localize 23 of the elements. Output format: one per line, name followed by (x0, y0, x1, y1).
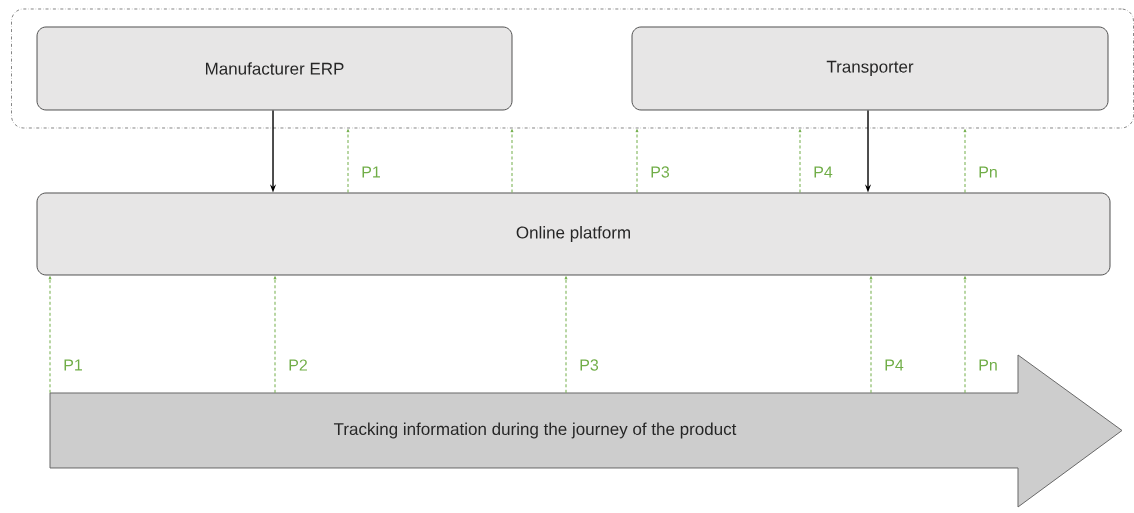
edge-label: Pn (977, 165, 999, 179)
edge-label: Pn (977, 358, 999, 372)
arrow (48, 276, 52, 394)
process-box: Transporter (631, 26, 1109, 111)
edge-label: P1 (62, 358, 84, 372)
process-box: Online platform (36, 192, 1111, 276)
arrow (510, 129, 514, 193)
edge-label: P4 (812, 165, 834, 179)
arrow (869, 276, 873, 394)
arrow (635, 129, 639, 193)
edge-label: P3 (649, 165, 671, 179)
edge-label: P3 (578, 358, 600, 372)
arrow (346, 129, 350, 193)
arrow (273, 276, 277, 394)
arrow (564, 276, 568, 394)
arrow (963, 276, 967, 394)
process-box: Manufacturer ERP (36, 26, 513, 111)
arrow (798, 129, 802, 193)
arrow (963, 129, 967, 193)
edge-label: P1 (360, 165, 382, 179)
group-frame (11, 8, 1134, 129)
edge-label: P4 (883, 358, 905, 372)
edge-label: P2 (287, 358, 309, 372)
